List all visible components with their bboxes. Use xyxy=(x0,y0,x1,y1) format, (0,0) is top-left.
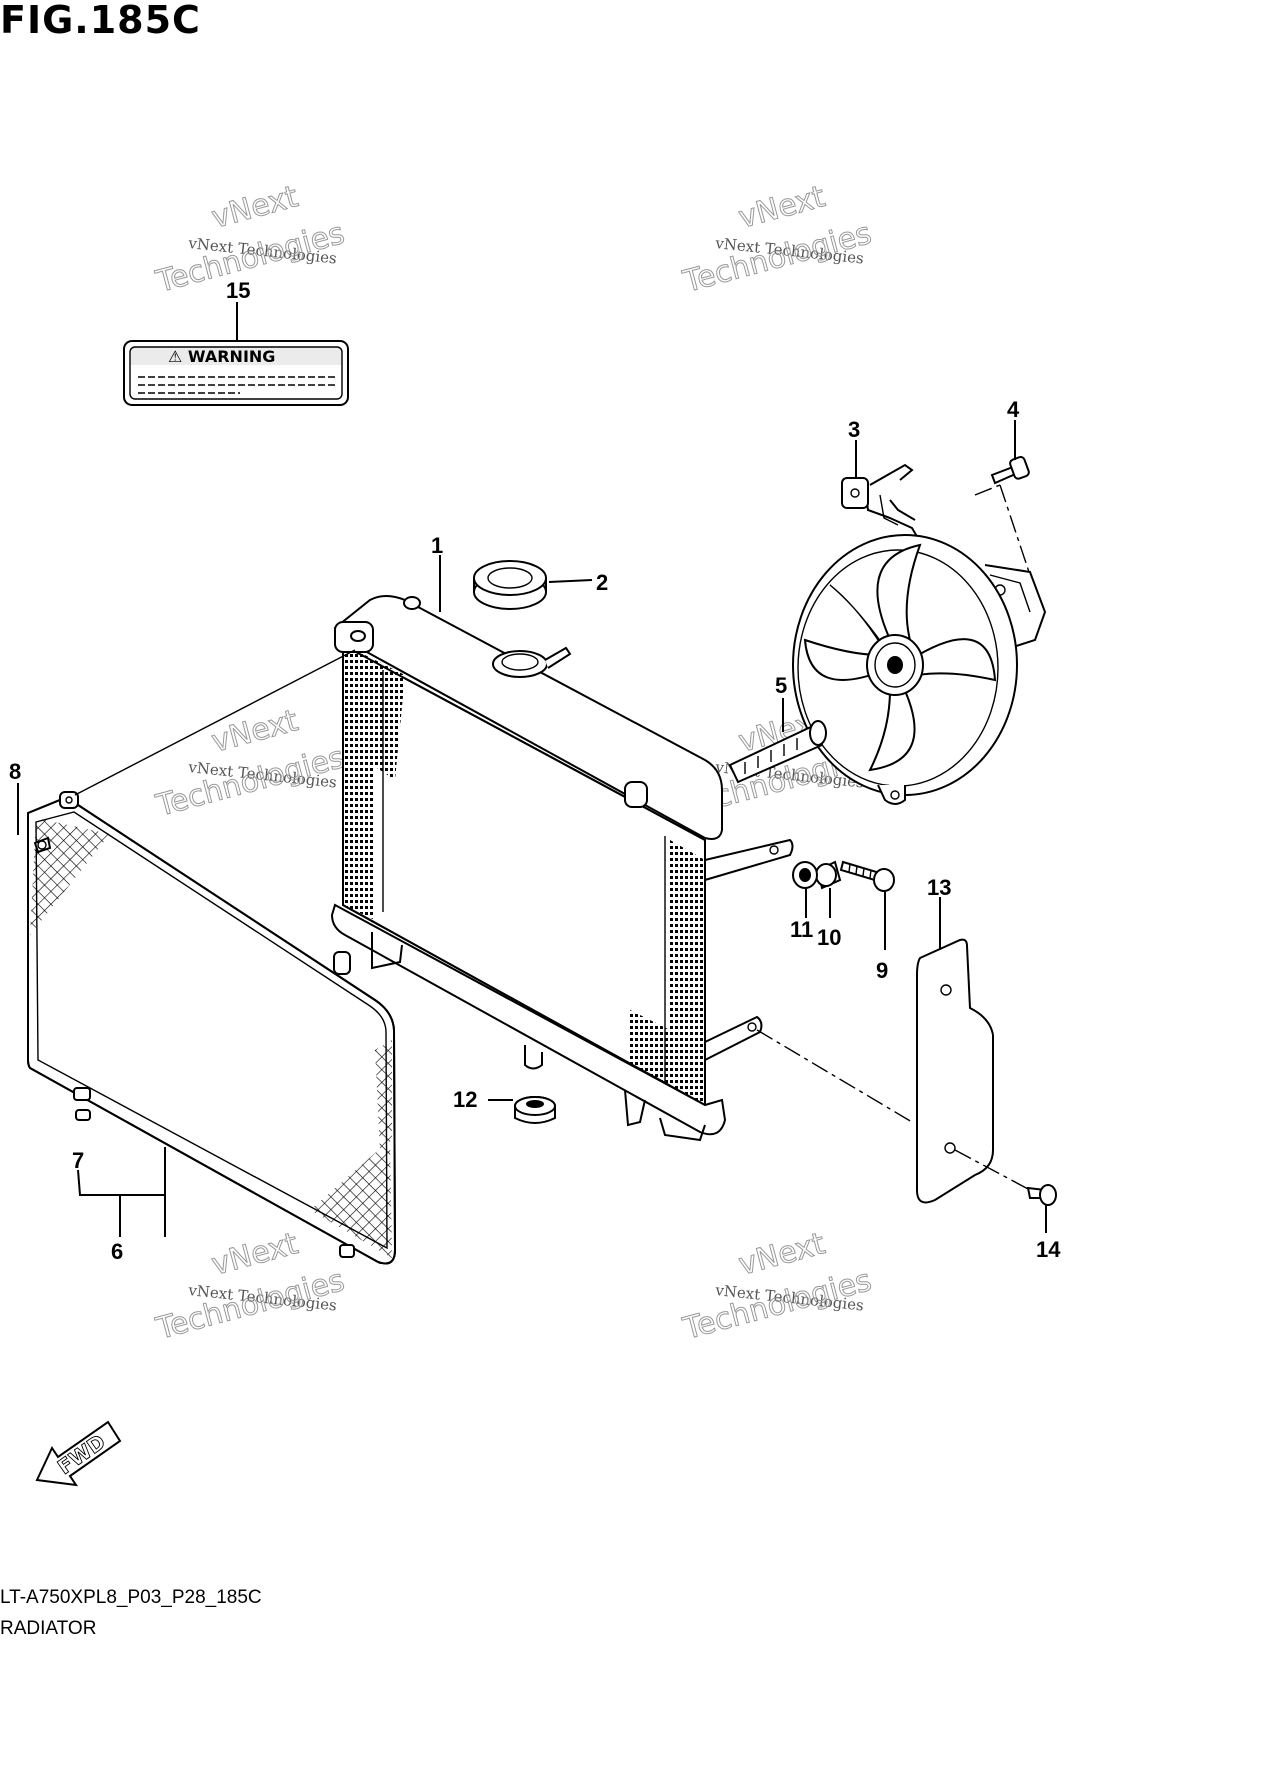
watermark-word-top: vNext xyxy=(208,703,302,760)
thermo-switch xyxy=(728,720,827,784)
callout-6: 6 xyxy=(111,1239,123,1264)
dashed-guide-13 xyxy=(756,1029,913,1123)
callout-7: 7 xyxy=(72,1148,84,1173)
fan-bolt xyxy=(990,455,1030,485)
warning-label: ⚠ WARNING xyxy=(123,340,349,406)
bracket-7-6 xyxy=(77,1169,166,1232)
callout-13: 13 xyxy=(927,875,951,900)
radiator-screen xyxy=(27,791,397,1265)
radiator-core xyxy=(330,595,794,1142)
warning-label-text: ⚠ WARNING xyxy=(168,347,275,366)
watermark-word-top: vNext xyxy=(208,1226,302,1283)
callout-9: 9 xyxy=(876,958,888,983)
dashed-guide-14 xyxy=(954,1149,1031,1191)
watermark-bottom-right: vNext vNext Technologies Technologies xyxy=(679,1226,876,1348)
callout-10: 10 xyxy=(817,925,841,950)
callout-8: 8 xyxy=(9,759,21,784)
callout-12: 12 xyxy=(453,1087,477,1112)
side-plate xyxy=(916,938,994,1204)
screen-clip-8 xyxy=(33,836,52,854)
callout-3: 3 xyxy=(848,417,860,442)
grommet-11 xyxy=(792,861,818,889)
guide-line-screen xyxy=(74,649,356,796)
watermark-word-top: vNext xyxy=(735,1226,829,1283)
callout-15: 15 xyxy=(226,278,250,303)
watermark-word-top: vNext xyxy=(208,179,302,236)
bracket-bolt xyxy=(839,860,895,892)
plate-screw xyxy=(1026,1184,1057,1206)
grommet-12 xyxy=(514,1096,556,1124)
cooling-fan xyxy=(792,463,1047,805)
callout-5: 5 xyxy=(775,673,787,698)
watermark-bottom-left: vNext vNext Technologies Technologies xyxy=(152,1226,349,1348)
callout-14: 14 xyxy=(1036,1237,1061,1262)
callout-11: 11 xyxy=(790,917,813,942)
callout-1: 1 xyxy=(431,533,443,558)
callout-4: 4 xyxy=(1007,397,1020,422)
radiator-cap xyxy=(473,560,547,610)
diagram-name: RADIATOR xyxy=(0,1618,97,1639)
diagram-code: LT-A750XPL8_P03_P28_185C xyxy=(0,1587,262,1608)
watermark-word-top: vNext xyxy=(735,179,829,236)
callout-2: 2 xyxy=(596,570,608,595)
figure-title: FIG.185C xyxy=(0,0,201,42)
leader-line-2 xyxy=(548,579,593,583)
collar xyxy=(815,860,842,890)
watermark-top-right: vNext vNext Technologies Technologies xyxy=(679,179,876,301)
fwd-arrow-icon: FWD xyxy=(35,1420,122,1487)
watermark-middle-left: vNext vNext Technologies Technologies xyxy=(152,703,349,825)
dashed-guide-4 xyxy=(974,484,1031,576)
